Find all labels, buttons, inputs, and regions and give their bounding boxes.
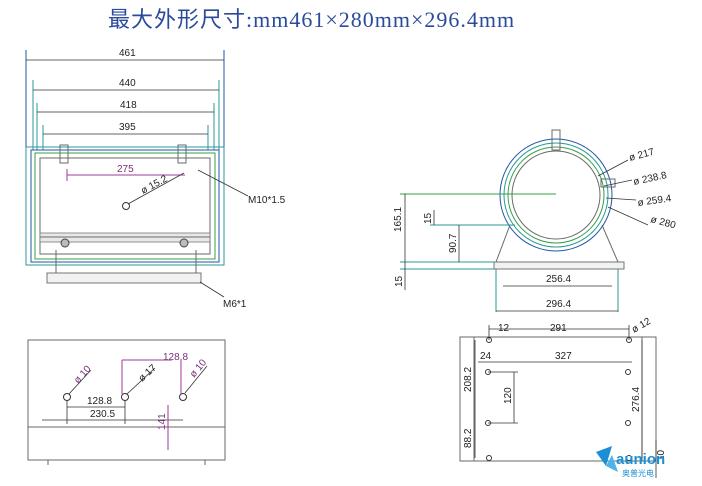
plate-hole-1 <box>63 393 71 401</box>
dim-12-top: 12 <box>498 323 510 334</box>
dim-dia-17: ø 17 <box>137 362 160 384</box>
thread-m10: M10*1.5 <box>248 195 286 206</box>
thread-m6: M6*1 <box>223 299 247 310</box>
dim-dia-259-4: ø 259.4 <box>637 193 673 209</box>
dim-dia-238-8: ø 238.8 <box>632 170 668 188</box>
dim-327: 327 <box>555 351 572 362</box>
logo-name: aunion <box>616 451 665 468</box>
logo-icon <box>596 446 612 466</box>
dim-418: 418 <box>120 100 137 111</box>
dim-88-2: 88.2 <box>463 428 474 448</box>
front-view: 461 440 418 395 275 ø 15.2 M10*1.5 <box>25 48 286 310</box>
dim-90-7: 90.7 <box>448 233 459 253</box>
front-base <box>46 272 202 284</box>
dim-208-2: 208.2 <box>463 367 474 392</box>
dim-24: 24 <box>480 351 492 362</box>
bottom-left-view: 128.8 ø 10 ø 17 ø 10 128.8 230.5 141 <box>27 339 226 465</box>
plate-hole-2 <box>121 393 129 401</box>
dim-395: 395 <box>119 122 136 133</box>
drawing-title: 最大外形尺寸:mm461×280mm×296.4mm <box>108 7 515 32</box>
side-view: 165.1 15 90.7 15 256.4 296.4 ø 217 ø 238… <box>393 129 677 312</box>
company-logo: aunion 奥普光电 <box>596 446 665 478</box>
dim-256-4: 256.4 <box>546 274 571 285</box>
ring-outer <box>499 138 613 252</box>
dim-165-1: 165.1 <box>393 207 404 232</box>
front-outer-frame <box>25 146 225 266</box>
dim-128-8: 128.8 <box>87 396 112 407</box>
dim-128-8-top: 128.8 <box>163 352 188 363</box>
dim-dia-280: ø 280 <box>649 214 677 231</box>
dim-dia-217: ø 217 <box>628 147 656 164</box>
dim-296-4: 296.4 <box>546 299 571 310</box>
dim-dia-10-left: ø 10 <box>72 363 94 386</box>
dim-dia-10-right: ø 10 <box>188 357 210 380</box>
logo-subtitle: 奥普光电 <box>622 468 654 478</box>
dim-10: 10 <box>656 449 667 461</box>
dim-15-top: 15 <box>423 212 434 224</box>
dim-275: 275 <box>117 164 134 175</box>
dim-440: 440 <box>119 78 136 89</box>
plate-hole-3 <box>179 393 187 401</box>
dim-dia-15-2: ø 15.2 <box>139 173 170 196</box>
side-base <box>493 261 625 270</box>
plate-left <box>27 339 226 461</box>
dim-461: 461 <box>119 48 136 59</box>
dim-291: 291 <box>550 323 567 334</box>
dim-276-4: 276.4 <box>631 387 642 412</box>
dim-230-5: 230.5 <box>90 409 115 420</box>
dim-141: 141 <box>157 413 168 430</box>
front-hole <box>122 202 130 210</box>
dim-15-bottom: 15 <box>394 275 405 287</box>
dim-dia-12: ø 12 <box>630 316 653 336</box>
dim-120: 120 <box>503 387 514 404</box>
